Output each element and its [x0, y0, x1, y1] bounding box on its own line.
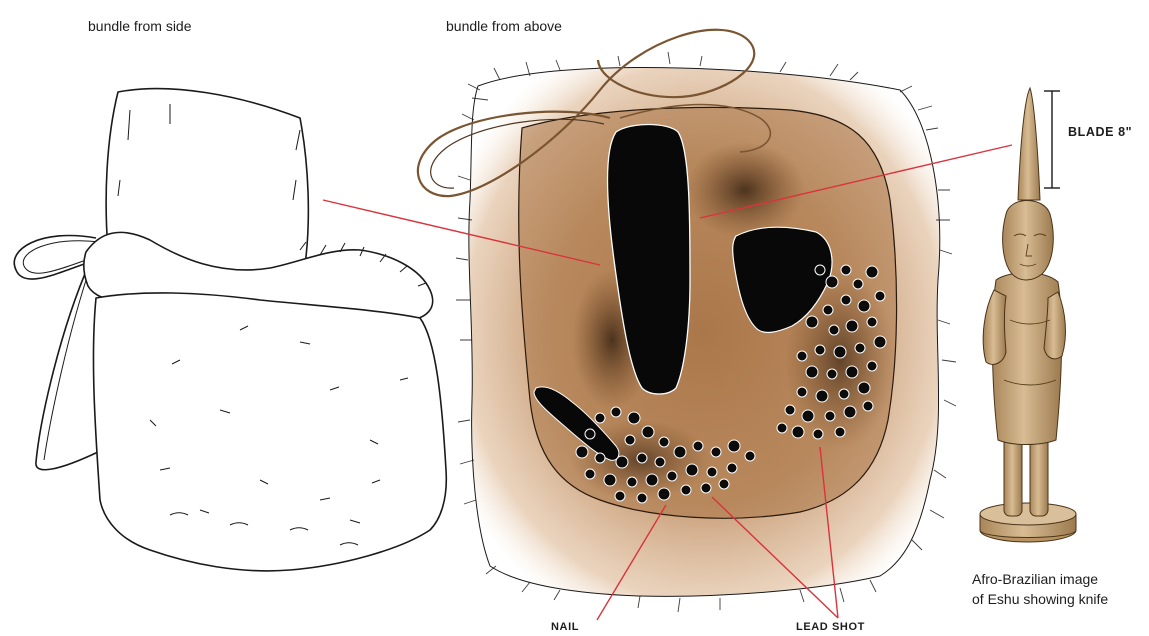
callout-nail: NAIL — [551, 621, 579, 633]
callout-blade: BLADE 8" — [1068, 125, 1132, 139]
statue-blade — [1018, 88, 1040, 200]
eshu-statue — [980, 88, 1076, 542]
blade-measurement-bracket — [1044, 91, 1060, 188]
bundle-body — [93, 293, 446, 571]
callout-lead-shot: LEAD SHOT — [796, 621, 865, 633]
heading-bundle-above: bundle from above — [446, 18, 562, 34]
bundle-side-drawing — [14, 89, 446, 571]
heading-bundle-side: bundle from side — [88, 18, 192, 34]
statue-head — [1003, 201, 1054, 281]
statue-caption: Afro-Brazilian image of Eshu showing kni… — [972, 569, 1149, 609]
caption-line-2: of Eshu showing knife — [972, 589, 1149, 609]
caption-line-1: Afro-Brazilian image — [972, 569, 1149, 589]
bundle-above-drawing — [418, 30, 956, 612]
